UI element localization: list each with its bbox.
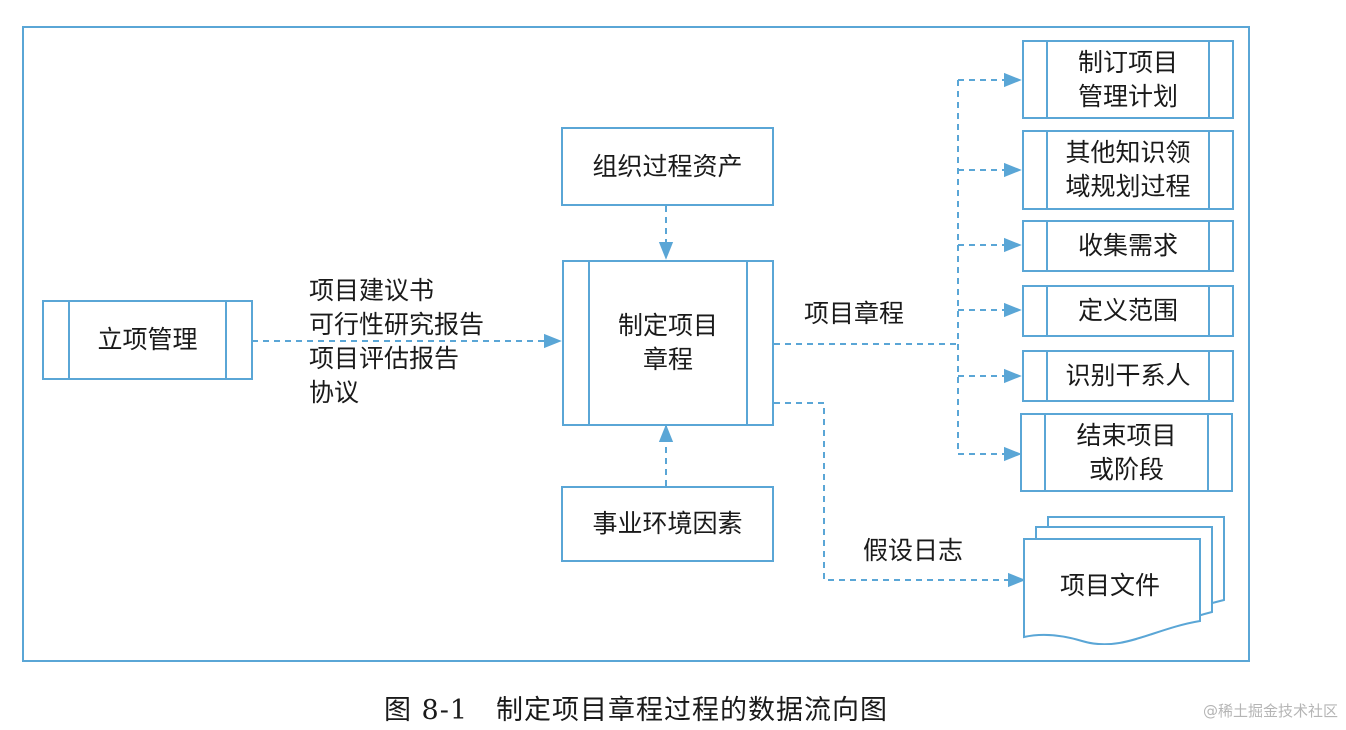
charter-output-label: 项目章程 — [804, 299, 905, 328]
output-label-6: 结束项目 或阶段 — [1076, 420, 1177, 484]
arrow-charter-to-docs — [774, 402, 1026, 588]
diagram-frame — [22, 26, 1250, 662]
project-documents-label: 项目文件 — [1060, 571, 1161, 600]
output-box-3: 收集需求 — [1022, 220, 1234, 272]
initiation-label: 立项管理 — [97, 325, 198, 354]
output-box-6: 结束项目 或阶段 — [1020, 413, 1233, 492]
develop-charter-label: 制定项目 章程 — [617, 311, 718, 374]
develop-charter-box: 制定项目 章程 — [562, 260, 774, 426]
watermark-text: @稀土掘金技术社区 — [1202, 702, 1338, 720]
project-documents-shape — [1023, 516, 1225, 645]
enterprise-factors-box: 事业环境因素 — [561, 486, 774, 562]
output-label-1: 制订项目 管理计划 — [1077, 47, 1178, 111]
initiation-box: 立项管理 — [42, 300, 253, 380]
enterprise-factors-label: 事业环境因素 — [592, 509, 743, 538]
output-label-2: 其他知识领 域规划过程 — [1065, 138, 1191, 201]
charter-inputs-text: 项目建议书 可行性研究报告 项目评估报告 协议 — [309, 276, 485, 407]
output-label-4: 定义范围 — [1077, 296, 1178, 325]
org-assets-box: 组织过程资产 — [561, 127, 774, 206]
output-box-4: 定义范围 — [1022, 285, 1234, 337]
org-assets-label: 组织过程资产 — [592, 151, 743, 181]
output-box-2: 其他知识领 域规划过程 — [1022, 130, 1234, 210]
output-box-5: 识别干系人 — [1022, 350, 1234, 402]
output-label-5: 识别干系人 — [1065, 361, 1191, 390]
output-label-3: 收集需求 — [1077, 231, 1178, 260]
assumption-log-label: 假设日志 — [863, 536, 964, 565]
figure-caption: 图 8-1 制定项目章程过程的数据流向图 — [383, 695, 889, 726]
output-box-1: 制订项目 管理计划 — [1022, 40, 1234, 119]
